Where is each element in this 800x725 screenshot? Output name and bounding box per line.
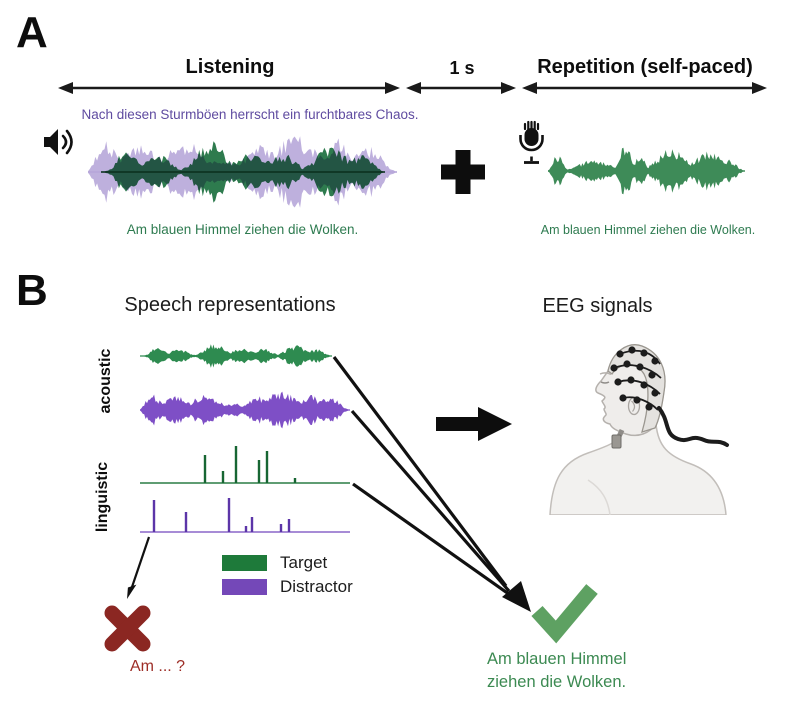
legend-target-swatch (222, 555, 267, 571)
legend-distractor-swatch (222, 579, 267, 595)
timeline-arrow-repetition (522, 82, 767, 94)
eeg-cable (657, 406, 729, 447)
incorrect-recall-text: Am ... ? (129, 658, 186, 675)
torso-arm-line (587, 479, 611, 515)
strap-buckle (611, 434, 622, 449)
acoustic-distractor-representation (140, 391, 350, 429)
linguistic-target-representation (140, 446, 350, 484)
closed-eye (600, 381, 610, 384)
speaker-wave-small (61, 134, 68, 150)
linguistic-row-label: linguistic (94, 461, 111, 533)
acoustic-target-representation (140, 344, 332, 368)
acoustic-row-label: acoustic (97, 348, 114, 414)
x-mark-icon (104, 605, 151, 652)
legend-target-label: Target (280, 553, 328, 572)
phase-repetition-label: Repetition (self-paced) (537, 56, 753, 78)
speaker-icon (44, 129, 73, 155)
repeated-sentence: Am blauen Himmel ziehen die Wolken. (540, 223, 756, 237)
correct-recall-line1: Am blauen Himmel (487, 650, 627, 668)
speaker-wave-large (65, 129, 73, 155)
distractor-sentence: Nach diesen Sturmböen herrscht ein furch… (81, 107, 419, 122)
decoding-arrowhead (502, 581, 531, 612)
phase-gap-label: 1 s (449, 58, 475, 78)
panel-a-label: A (16, 8, 49, 57)
eeg-cap-head-illustration (549, 344, 729, 515)
eeg-signals-title: EEG signals (542, 295, 653, 317)
mixed-speech-waveform (88, 136, 397, 208)
timeline-arrow-listening (58, 82, 400, 94)
correct-recall-line2: ziehen die Wolken. (487, 673, 627, 691)
correct-recall-text: Am blauen Himmel ziehen die Wolken. (487, 648, 667, 694)
microphone-icon (519, 120, 544, 164)
speaker-body (44, 129, 58, 155)
phase-listening-label: Listening (185, 56, 275, 78)
timeline-arrow-gap (406, 82, 516, 94)
legend-distractor-label: Distractor (280, 577, 353, 596)
target-sentence: Am blauen Himmel ziehen die Wolken. (126, 222, 359, 237)
to-eeg-arrow-icon (436, 407, 512, 441)
distractor-fail-arrow (127, 536, 151, 599)
electrodes (610, 346, 659, 411)
plus-icon (441, 150, 485, 194)
eyebrow (599, 372, 612, 376)
repetition-speech-waveform (548, 147, 745, 195)
mic-grill (523, 120, 540, 131)
mic-holder (519, 135, 544, 152)
panel-b-label: B (16, 266, 49, 315)
decoding-lines (332, 356, 514, 599)
linguistic-distractor-representation (140, 498, 350, 533)
mic-body (524, 128, 539, 146)
ear-inner (631, 400, 636, 412)
speech-representations-title: Speech representations (124, 294, 336, 316)
checkmark-icon (531, 584, 598, 644)
